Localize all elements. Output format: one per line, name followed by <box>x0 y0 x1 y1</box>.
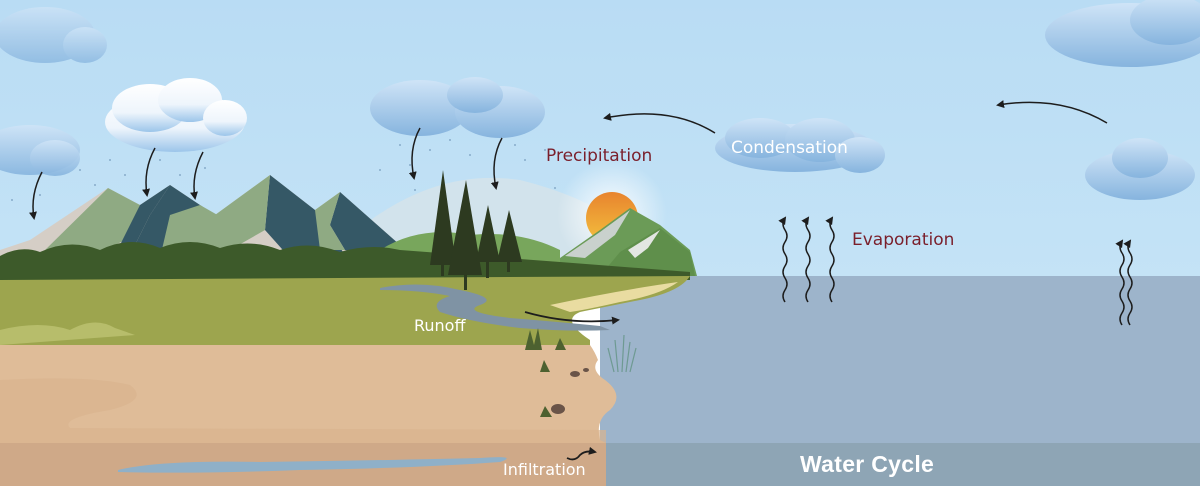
cloud-condensation-icon <box>715 118 885 173</box>
condensation-arrows-icon <box>603 100 1108 134</box>
cloud-white-icon <box>105 78 247 152</box>
diagram-title: Water Cycle <box>800 451 935 477</box>
forest-band <box>0 241 690 280</box>
sea-band <box>606 443 1200 486</box>
reeds-icon <box>607 334 637 373</box>
water-cycle-diagram: Precipitation Condensation Evaporation R… <box>0 0 1200 486</box>
mountain-range-icon <box>0 175 400 265</box>
cloud-left-icon <box>0 125 80 176</box>
evaporation-arrows-icon <box>778 216 1133 326</box>
beach-strip <box>550 282 678 312</box>
pine-trees-icon <box>430 170 522 290</box>
green-hills-icon <box>540 208 697 276</box>
grass-mounds <box>0 322 135 345</box>
scene-illustration <box>0 0 1200 486</box>
groundwater <box>118 457 507 473</box>
label-runoff: Runoff <box>414 316 466 335</box>
cloud-right-icon <box>1085 138 1195 200</box>
rocks-icon <box>551 368 589 414</box>
rain-drops-icon <box>11 139 556 201</box>
label-condensation: Condensation <box>731 138 848 158</box>
label-precipitation: Precipitation <box>546 146 653 166</box>
precipitation-arrows-icon <box>29 127 503 220</box>
river <box>380 284 610 331</box>
infiltration-arrow-icon <box>566 446 597 461</box>
label-infiltration: Infiltration <box>503 460 586 479</box>
cloud-rain-icon <box>370 77 545 138</box>
cloud-top-left-icon <box>0 7 107 63</box>
label-evaporation: Evaporation <box>852 230 955 250</box>
grass-field <box>0 276 690 345</box>
shrubs-icon <box>525 328 566 417</box>
runoff-arrow-icon <box>524 311 620 325</box>
cloud-top-right-icon <box>1045 0 1200 67</box>
